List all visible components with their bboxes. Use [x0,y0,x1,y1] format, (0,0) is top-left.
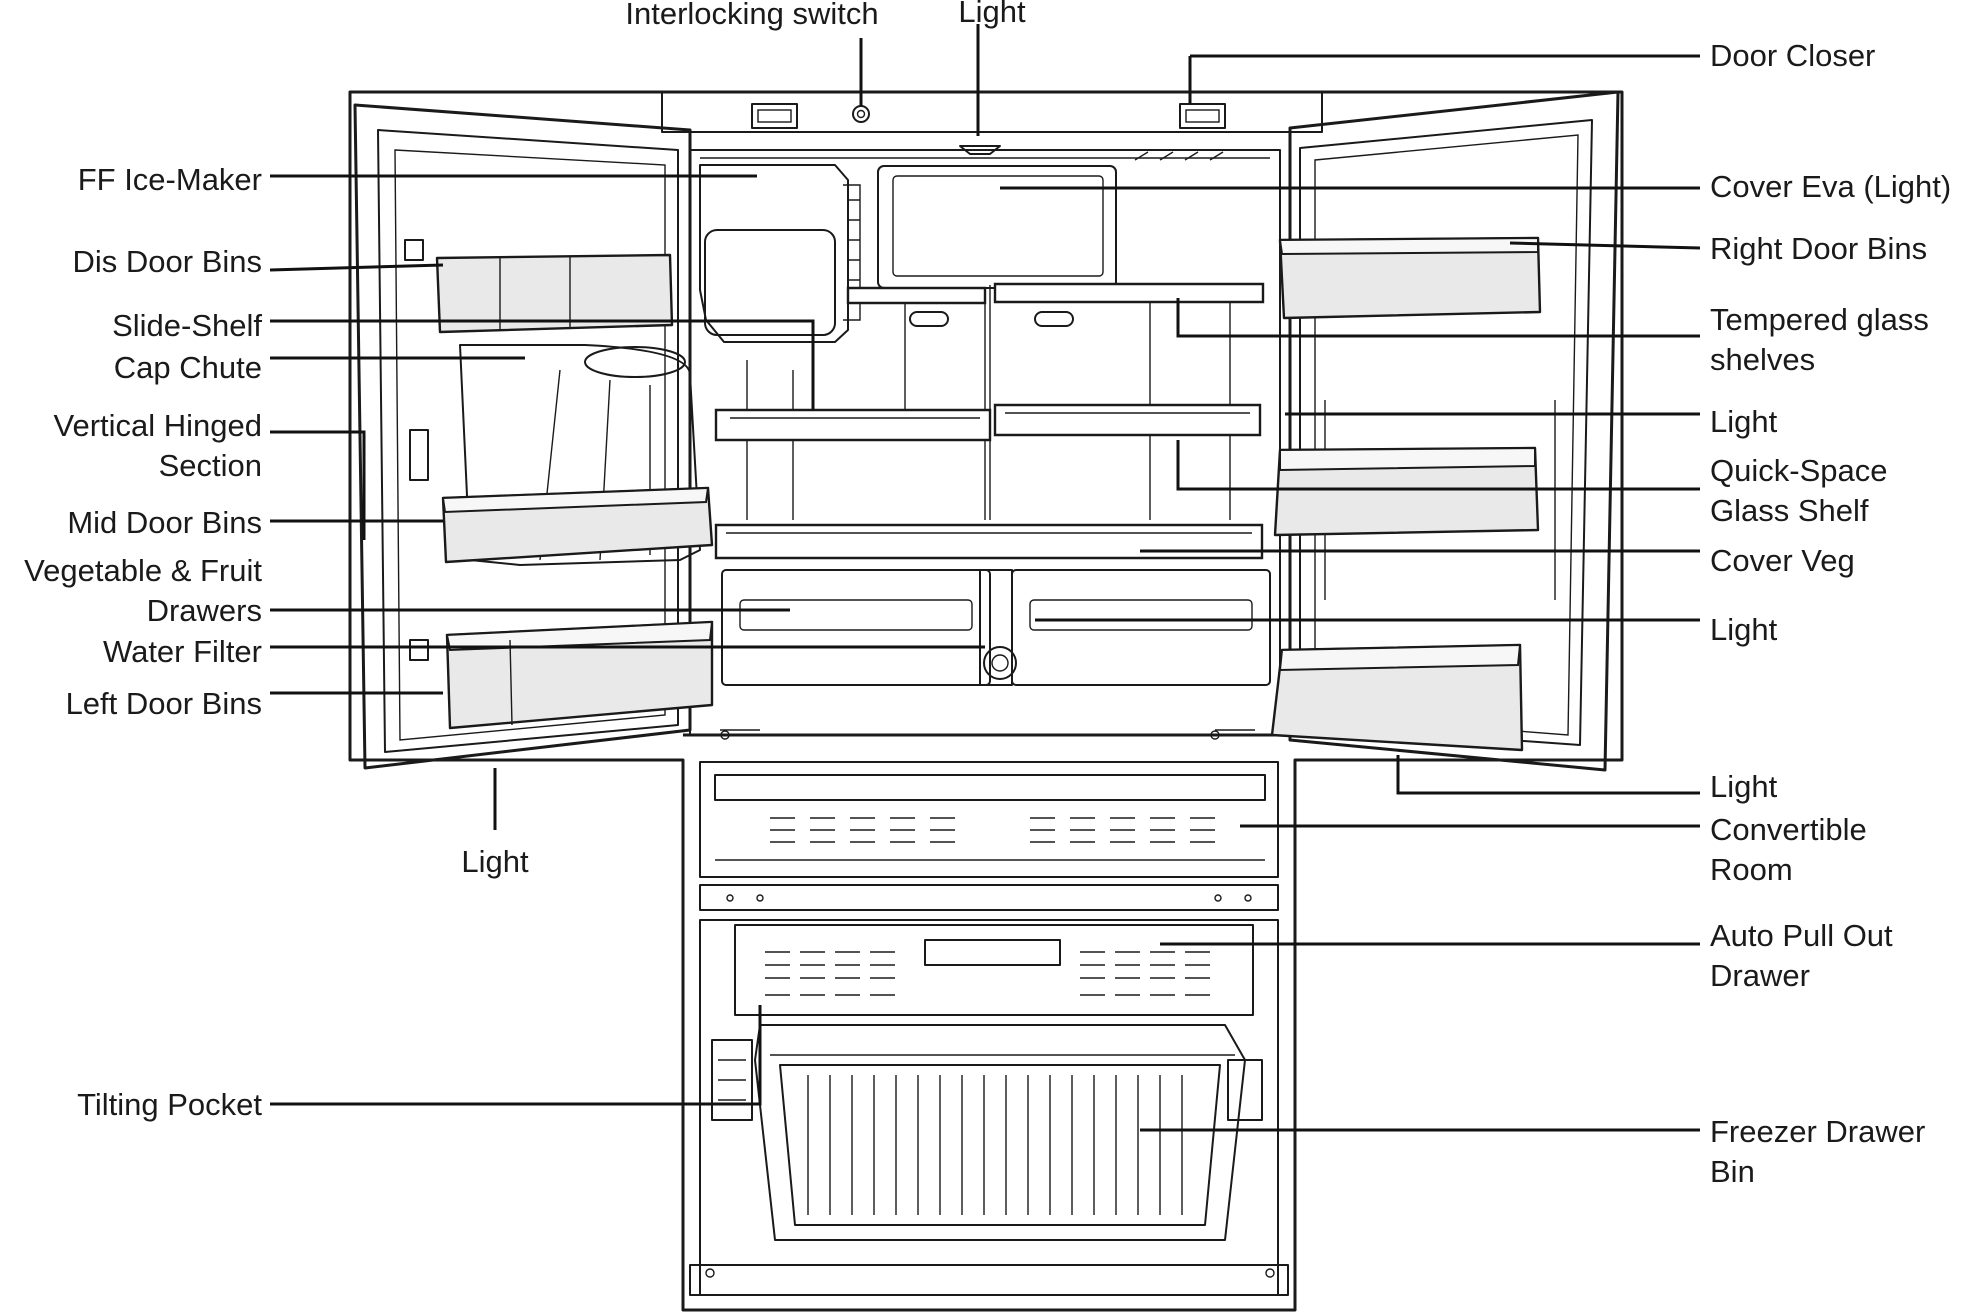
tempered-glass-shelf-right [993,282,1265,304]
label-left-door-bins: Left Door Bins [66,686,262,721]
right-door [1288,90,1620,772]
water-filter-housing [979,569,1013,686]
freezer-bin-slots [807,1075,1183,1215]
label-auto-pull-2: Drawer [1710,958,1810,993]
freezer-compartment [699,919,1279,1296]
label-auto-pull-1: Auto Pull Out [1710,918,1893,953]
label-vertical-hinged-1: Vertical Hinged [53,408,262,443]
quick-space-glass-shelf [993,403,1262,437]
vegetable-fruit-drawer-right [1011,569,1271,686]
water-filter-icon [983,646,1017,680]
label-light-right-upper: Light [1710,404,1778,439]
label-cover-eva: Cover Eva (Light) [1710,169,1951,204]
right-door-closer [1179,103,1226,129]
label-light-top: Light [958,0,1026,29]
cover-eva [877,165,1117,289]
label-veg-fruit-2: Drawers [147,593,262,628]
label-quick-space-1: Quick-Space [1710,453,1887,488]
slide-shelf [714,408,992,442]
label-quick-space-2: Glass Shelf [1710,493,1869,528]
label-freezer-bin-2: Bin [1710,1154,1755,1189]
freezer-drawer-bin [754,1024,1246,1241]
label-cap-chute: Cap Chute [114,350,262,385]
left-door-closer [751,103,798,129]
label-ff-ice-maker: FF Ice-Maker [78,162,262,197]
auto-pull-out-drawer-vents [765,951,1210,996]
tempered-glass-shelf-left [846,286,987,305]
label-veg-fruit-1: Vegetable & Fruit [24,553,262,588]
label-vertical-hinged-2: Section [159,448,262,483]
vegetable-fruit-drawer-left [721,569,991,686]
tilting-pocket [711,1039,753,1121]
label-water-filter: Water Filter [103,634,262,669]
label-light-right-lower: Light [1710,769,1778,804]
convertible-room [699,761,1279,878]
label-interlocking-switch: Interlocking switch [625,0,878,31]
ff-ice-maker [699,164,849,343]
label-convertible-1: Convertible [1710,812,1867,847]
label-convertible-2: Room [1710,852,1793,887]
label-light-bottom-left: Light [461,844,529,879]
label-right-door-bins: Right Door Bins [1710,231,1927,266]
cover-veg [714,523,1264,560]
label-tempered-glass-2: shelves [1710,342,1815,377]
dis-door-bin [435,253,674,334]
cabinet-top [661,91,1323,133]
left-door [353,103,692,770]
interlocking-switch [852,105,870,123]
label-dis-door-bins: Dis Door Bins [73,244,263,279]
part-labels: Interlocking switch Light Door Closer FF… [24,0,1951,1189]
cabinet-outline [348,90,1624,1312]
auto-pull-out-drawer [734,924,1254,1016]
label-freezer-bin-1: Freezer Drawer [1710,1114,1925,1149]
cap-chute [459,344,701,566]
leader-lines [269,24,1701,1132]
convertible-room-vents [770,817,1215,843]
label-slide-shelf: Slide-Shelf [112,308,262,343]
label-tilting-pocket: Tilting Pocket [77,1087,262,1122]
label-tempered-glass-1: Tempered glass [1710,302,1929,337]
refrigerator-illustration [348,90,1624,1312]
label-door-closer: Door Closer [1710,38,1875,73]
label-mid-door-bins: Mid Door Bins [67,505,262,540]
label-light-right-mid: Light [1710,612,1778,647]
label-cover-veg: Cover Veg [1710,543,1855,578]
